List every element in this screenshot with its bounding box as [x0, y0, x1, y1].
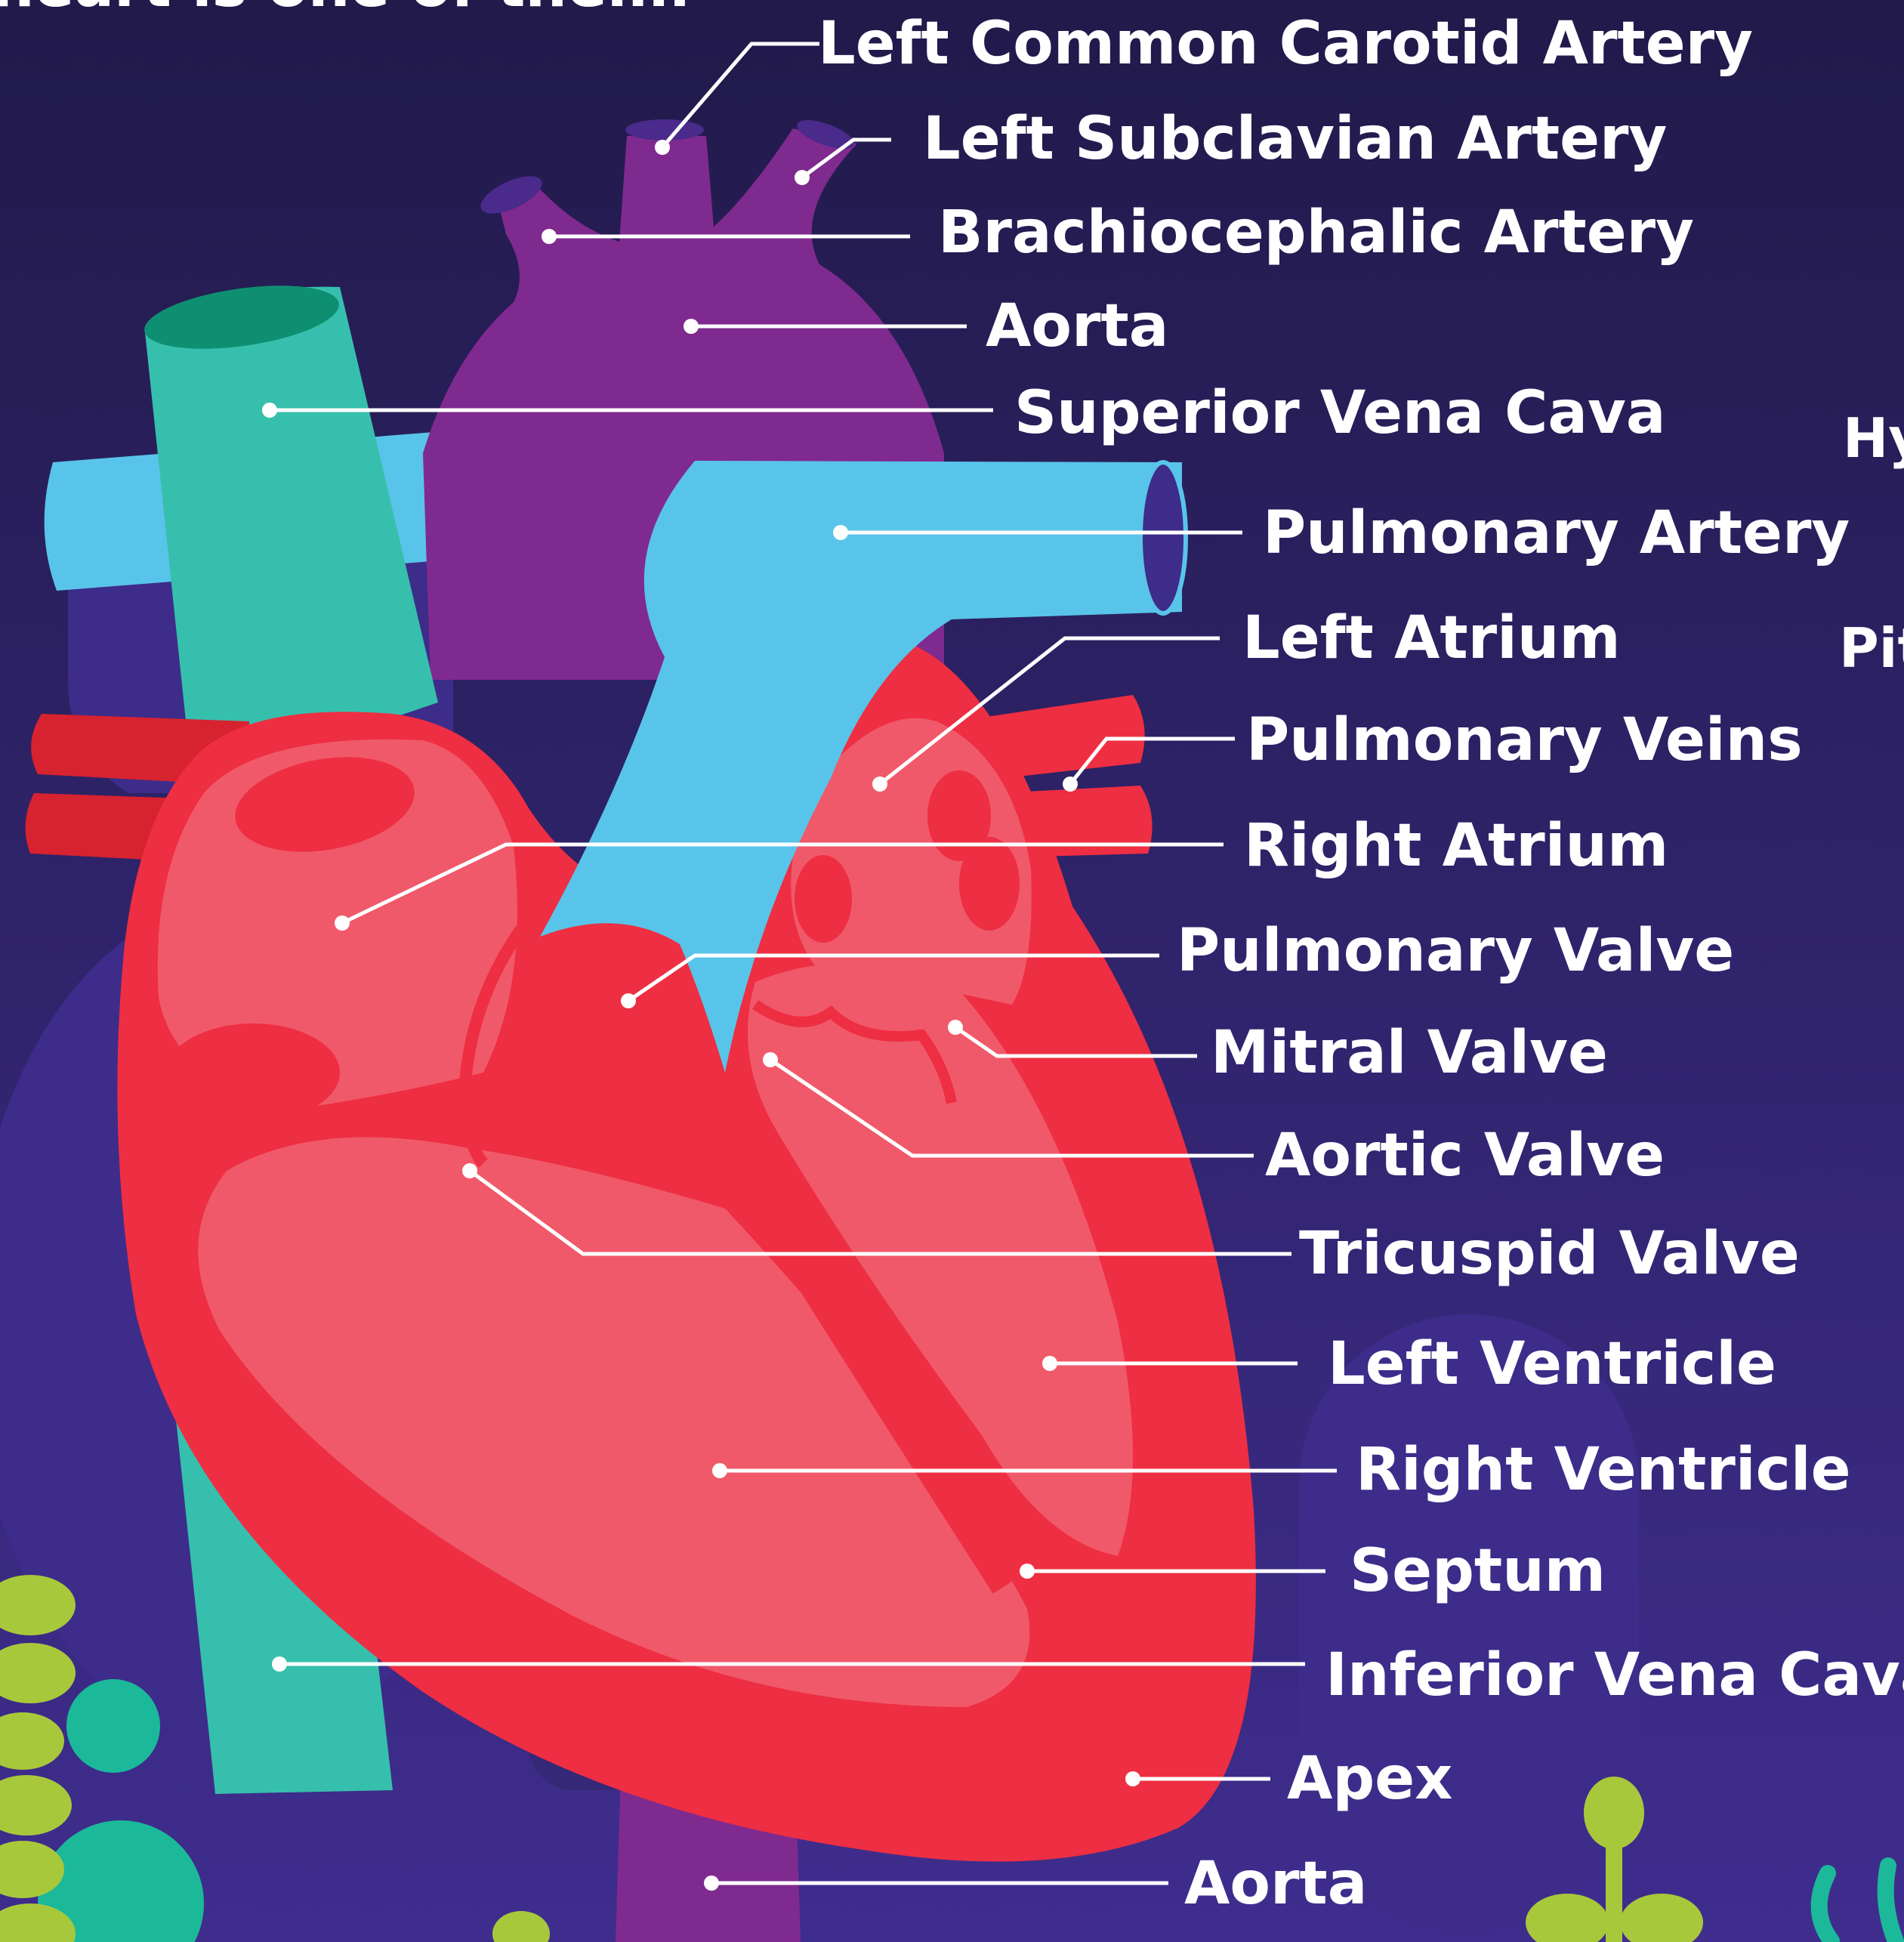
label-superior-vena-cava: Superior Vena Cava — [1014, 379, 1666, 447]
side-label-pit: Pit — [1839, 616, 1904, 680]
label-aorta-lower: Aorta — [1184, 1850, 1367, 1918]
label-septum: Septum — [1350, 1537, 1606, 1605]
label-left-common-carotid-artery: Left Common Carotid Artery — [818, 10, 1753, 78]
label-brachiocephalic-artery: Brachiocephalic Artery — [938, 199, 1694, 267]
label-tricuspid-valve: Tricuspid Valve — [1299, 1220, 1800, 1288]
label-pulmonary-veins: Pulmonary Veins — [1246, 706, 1803, 774]
label-pulmonary-valve: Pulmonary Valve — [1177, 917, 1734, 985]
header-fragment: heart is one of them. — [0, 0, 691, 20]
label-left-atrium: Left Atrium — [1242, 604, 1621, 672]
side-label-hy: Hy — [1843, 406, 1904, 470]
label-mitral-valve: Mitral Valve — [1211, 1019, 1608, 1087]
label-apex: Apex — [1287, 1745, 1452, 1813]
label-pulmonary-artery: Pulmonary Artery — [1263, 499, 1850, 567]
label-right-ventricle: Right Ventricle — [1356, 1436, 1851, 1504]
label-left-ventricle: Left Ventricle — [1328, 1330, 1776, 1398]
label-aorta-upper: Aorta — [986, 292, 1168, 360]
label-aortic-valve: Aortic Valve — [1265, 1122, 1665, 1190]
label-left-subclavian-artery: Left Subclavian Artery — [923, 105, 1667, 173]
label-right-atrium: Right Atrium — [1244, 812, 1668, 880]
label-inferior-vena-cava: Inferior Vena Cava — [1325, 1641, 1904, 1709]
